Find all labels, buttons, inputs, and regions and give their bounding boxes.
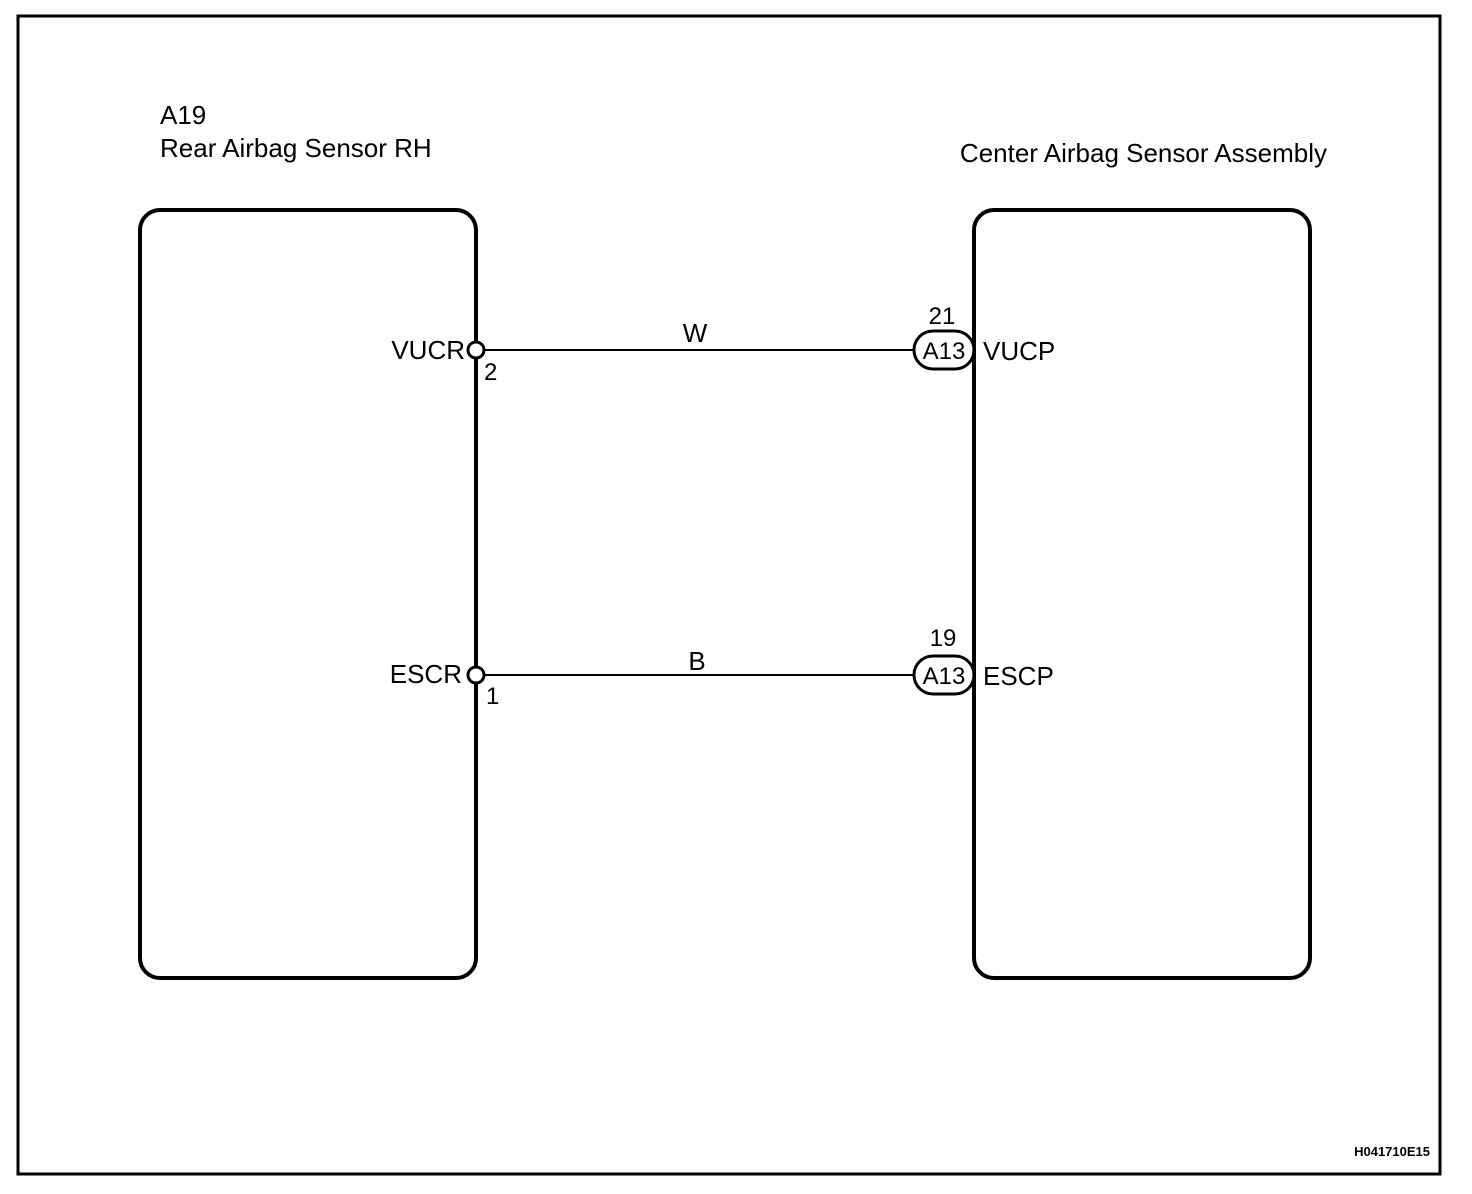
wire-2-color-label: B [688,646,705,676]
left-pin-2-terminal [466,665,486,685]
right-pin-1-signal: VUCP [983,336,1055,366]
wire-1-color-label: W [683,318,708,348]
right-component-name: Center Airbag Sensor Assembly [960,138,1327,168]
diagram-frame [16,14,1442,1176]
left-pin-1-signal: VUCR [391,335,465,365]
left-pin-1-terminal [466,340,486,360]
left-pin-1-number: 2 [484,359,497,386]
right-pin-1-connector [912,329,976,371]
right-pin-2-number: 19 [930,625,957,652]
right-component-box [972,208,1312,980]
right-pin-2-connector-label: A13 [923,663,966,690]
left-component-box [138,208,478,980]
right-pin-2-connector [912,654,976,696]
left-pin-2-number: 1 [486,683,499,710]
right-pin-1-connector-label: A13 [923,338,966,365]
left-component-name: Rear Airbag Sensor RH [160,133,432,163]
right-pin-2-signal: ESCP [983,661,1054,691]
left-component-code: A19 [160,100,206,130]
right-pin-1-number: 21 [929,303,956,330]
figure-code: H041710E15 [1354,1144,1430,1159]
left-pin-2-signal: ESCR [390,659,462,689]
